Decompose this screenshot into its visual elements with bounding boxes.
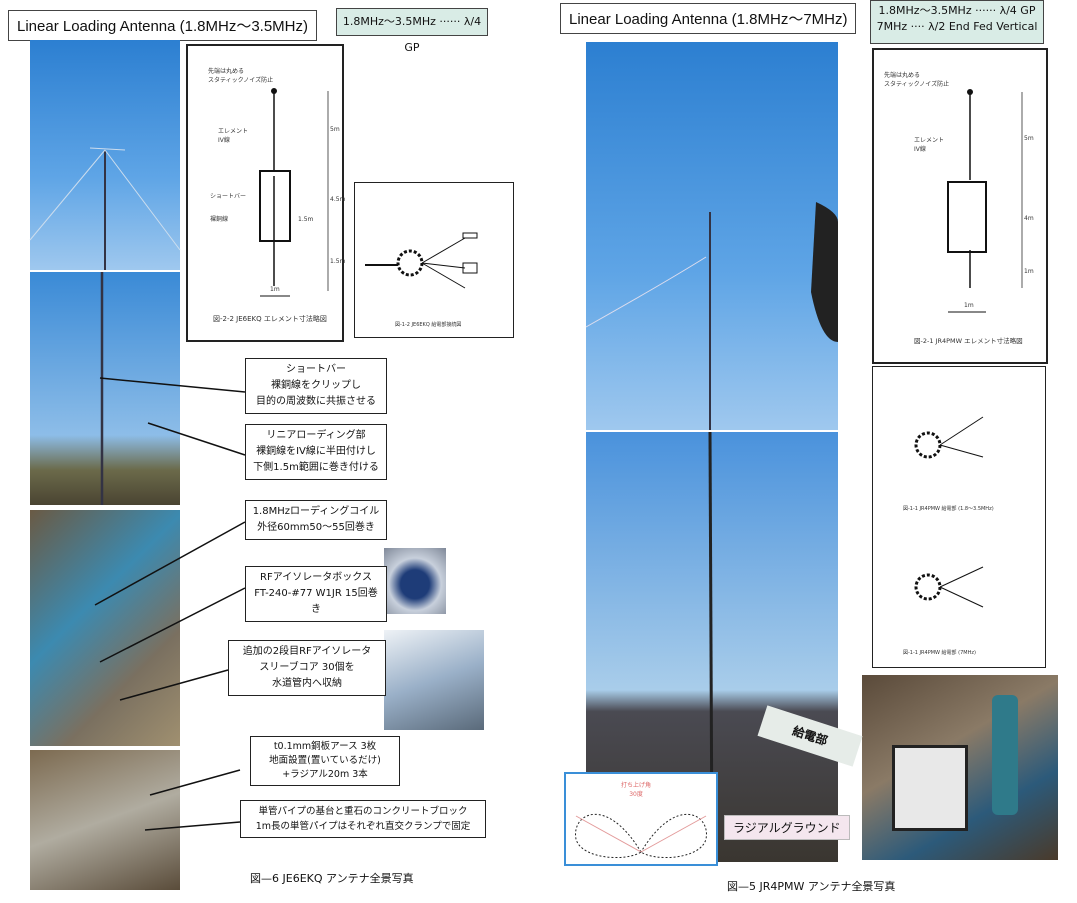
right-figure-caption: 図—5 JR4PMW アンテナ全景写真: [727, 880, 896, 893]
diagram-label-bare: 裸銅線: [210, 216, 229, 223]
diagram-dim: 1.5m: [330, 258, 346, 265]
right-spec: 1.8MHz～3.5MHz ······ λ/4 GP 7MHz ···· λ/…: [870, 0, 1044, 44]
diagram-label-shortbar: ショートバー: [210, 193, 247, 200]
wiring-diagram-right: 図-1-1 JR4PMW 給電部 (1.8～3.5MHz) 図-1-1 JR4P…: [872, 366, 1046, 668]
radial-ground-label: ラジアルグラウンド: [724, 815, 850, 840]
ground-base-photo: [30, 750, 180, 890]
diagram-label-tip: 先端は丸める スタティックノイズ防止: [208, 68, 274, 84]
wiring-diagram-left: 図-1-2 JE6EKQ 給電部接続図: [354, 182, 514, 338]
diagram-label-element: エレメント IV線: [218, 128, 249, 144]
callout-short-bar: ショートバー 裸銅線をクリップし 目的の周波数に共振させる: [245, 358, 387, 414]
callout-linear-loading: リニアローディング部 裸銅線をIV線に半田付けし 下側1.5m範囲に巻き付ける: [245, 424, 387, 480]
diagram-caption: 図-2-1 JR4PMW エレメント寸法略図: [914, 337, 1023, 345]
antenna-photo-top: [29, 40, 181, 270]
spec-line: 7MHz ···· λ/2 End Fed Vertical: [876, 20, 1038, 33]
callout-ground-plate: t0.1mm銅板アース 3枚 地面設置(置いているだけ) +ラジアル20m 3本: [250, 736, 400, 786]
diagram-dim: 1m: [1024, 268, 1034, 275]
diagram-dim: 1m: [270, 286, 280, 293]
spec-line: 1.8MHz～3.5MHz ······ λ/4 GP: [878, 4, 1036, 17]
diagram-dim: 1.5m: [298, 216, 314, 223]
right-title: Linear Loading Antenna (1.8MHz～7MHz): [560, 3, 857, 34]
radiation-pattern-inset: 打ち上げ角 30度: [564, 772, 718, 866]
wiring-caption: 図-1-1 JR4PMW 給電部 (7MHz): [903, 650, 976, 656]
element-diagram-right: 先端は丸める スタティックノイズ防止 エレメント IV線 5m 4m 1m 1m…: [872, 48, 1048, 364]
callout-second-isolator: 追加の2段目RFアイソレータ スリーブコア 30個を 水道管内へ収納: [228, 640, 386, 696]
isolator-box-photo: [384, 548, 446, 614]
callout-base: 単管パイプの基台と重石のコンクリートブロック 1m長の単管パイプはそれぞれ直交ク…: [240, 800, 486, 838]
elevation-angle-label: 打ち上げ角 30度: [621, 782, 652, 798]
isolator-pipe-photo: [384, 630, 484, 730]
diagram-label-element: エレメント IV線: [914, 137, 945, 153]
diagram-label-tip: 先端は丸める スタティックノイズ防止: [884, 72, 950, 88]
left-figure-caption: 図—6 JE6EKQ アンテナ全景写真: [250, 872, 414, 885]
loading-coil-photo: [30, 510, 180, 746]
antenna-photo-top: [585, 42, 838, 430]
diagram-dim: 4.5m: [330, 196, 346, 203]
left-spec: 1.8MHz～3.5MHz ······ λ/4 GP: [336, 8, 488, 54]
callout-isolator-box: RFアイソレータボックス FT-240-#77 W1JR 15回巻き: [245, 566, 387, 622]
diagram-dim: 5m: [330, 126, 340, 133]
wiring-caption: 図-1-1 JR4PMW 給電部 (1.8～3.5MHz): [903, 506, 994, 512]
diagram-dim: 1m: [964, 302, 974, 309]
left-title: Linear Loading Antenna (1.8MHz～3.5MHz): [8, 10, 317, 41]
callout-loading-coil: 1.8MHzローディングコイル 外径60mm50～55回巻き: [245, 500, 387, 540]
diagram-dim: 4m: [1024, 215, 1034, 222]
feed-box-photo: [862, 675, 1058, 860]
antenna-photo-base: [30, 272, 180, 505]
diagram-caption: 図-2-2 JE6EKQ エレメント寸法略図: [213, 315, 327, 323]
diagram-dim: 5m: [1024, 135, 1034, 142]
element-diagram-left: 先端は丸める スタティックノイズ防止 エレメント IV線 ショートバー 裸銅線 …: [186, 44, 346, 342]
wiring-caption: 図-1-2 JE6EKQ 給電部接続図: [395, 322, 462, 328]
